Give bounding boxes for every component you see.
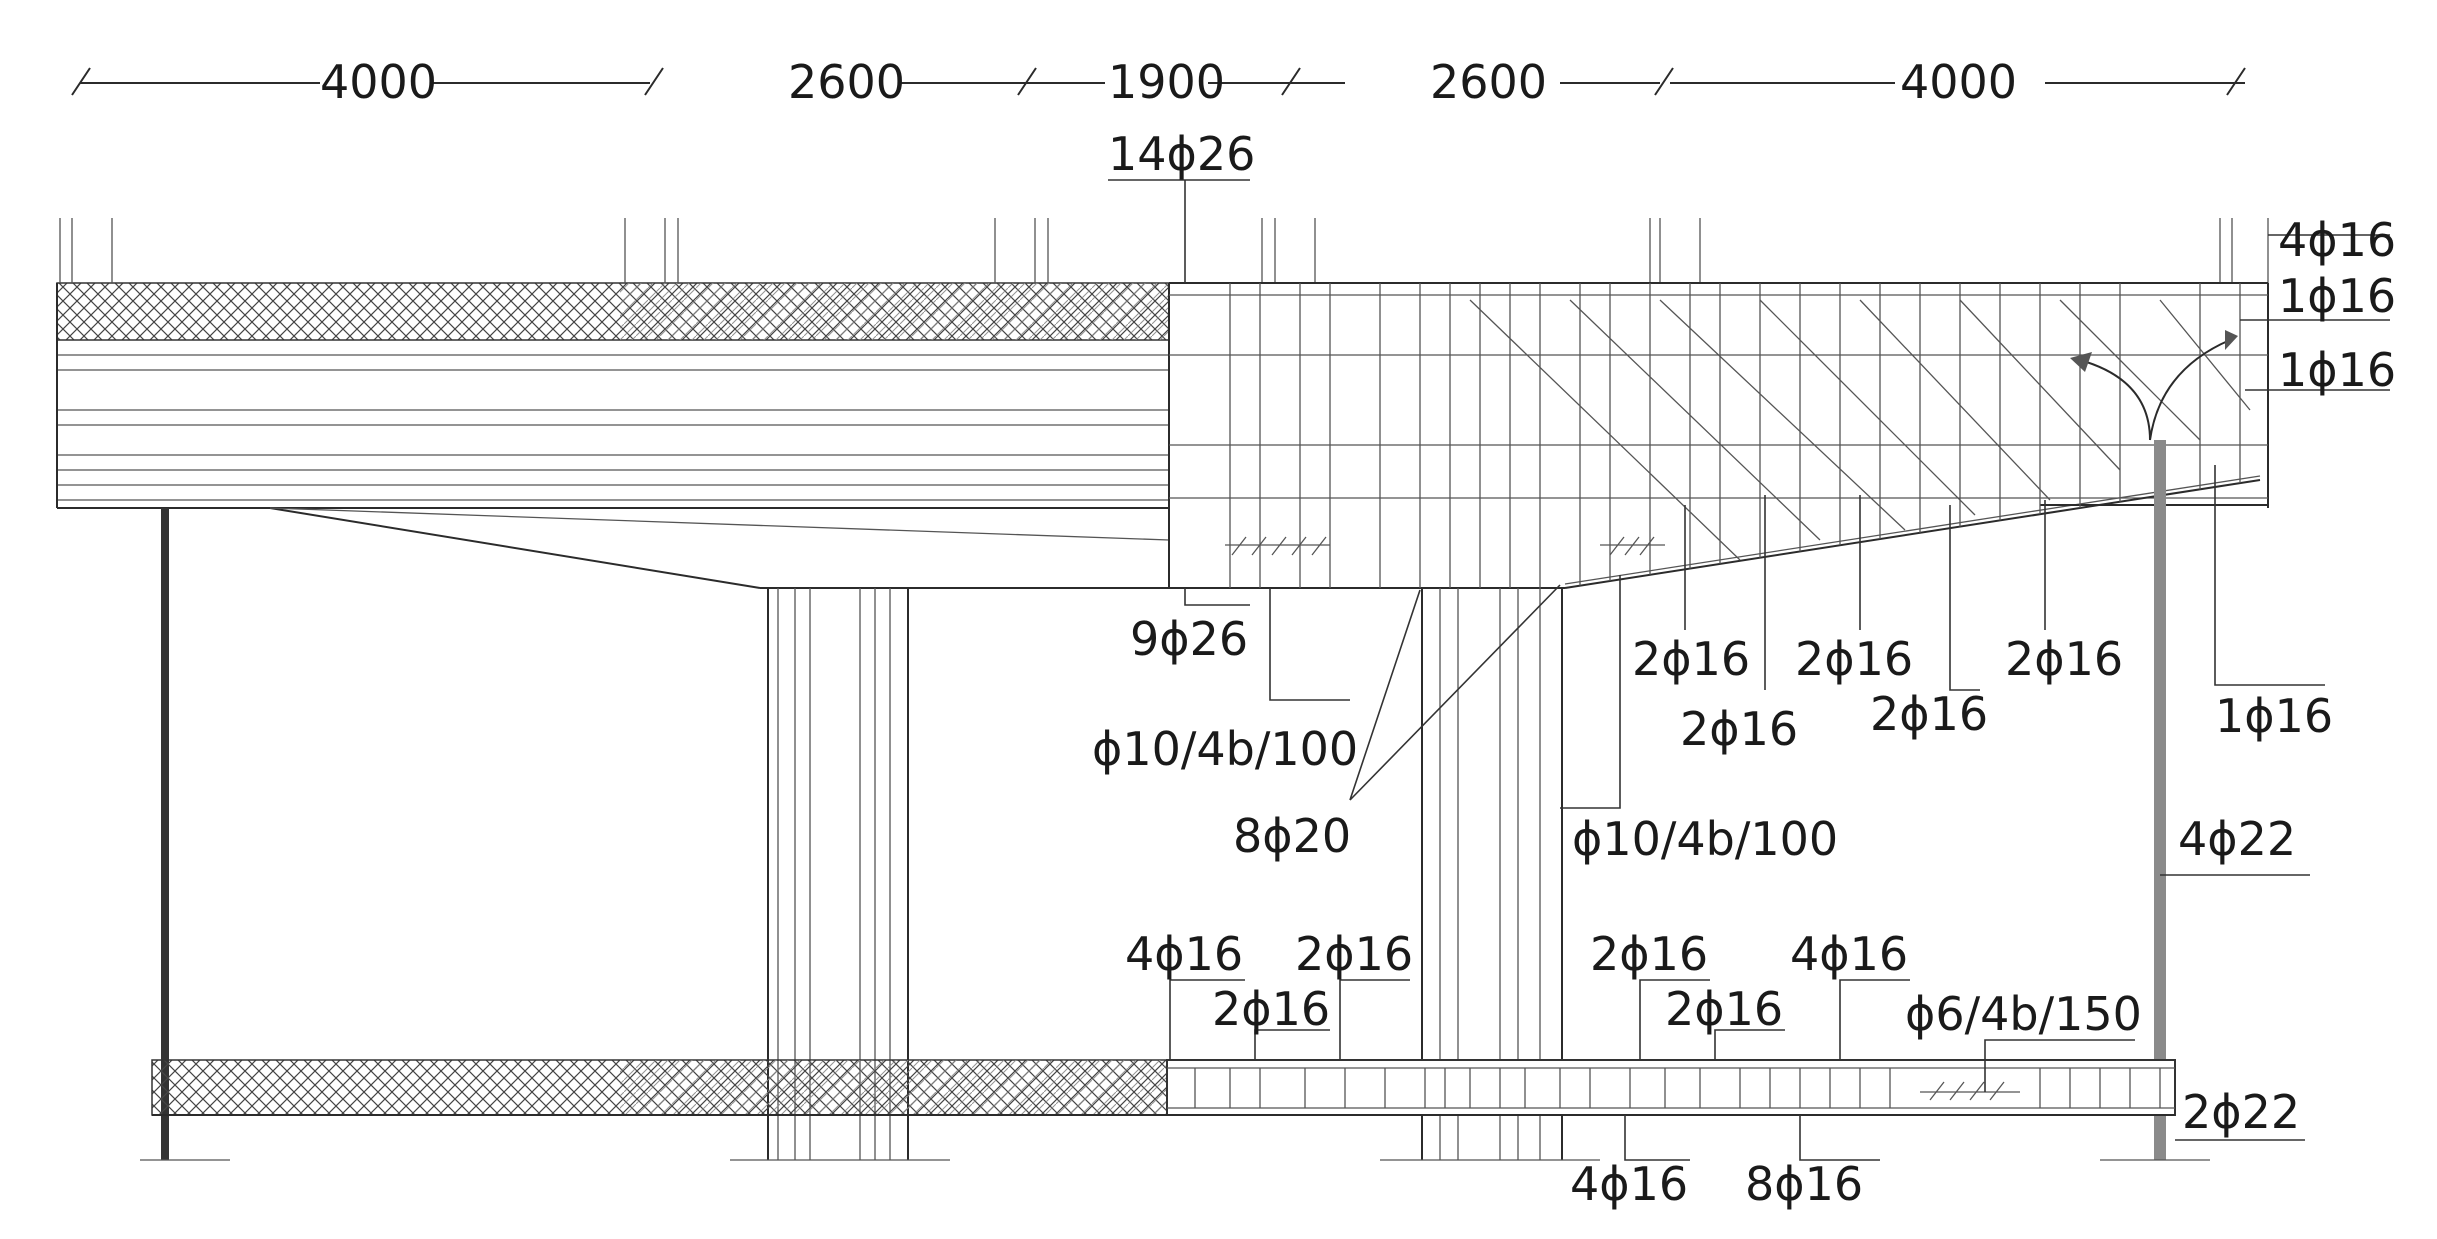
dim-label-5: 4000 [1900, 55, 2017, 109]
label-column-bars: 8ϕ20 [1233, 809, 1351, 863]
label-stirrup-right: ϕ10/4b/100 [1572, 812, 1838, 866]
label-right-bottom: 1ϕ16 [2215, 689, 2333, 743]
slab-stirrups [1194, 1068, 2161, 1108]
bent-bar-line [1569, 299, 1821, 541]
label-right-top-2: 1ϕ16 [2278, 269, 2396, 323]
bent-bar-line [2059, 299, 2201, 441]
label-slab-edge: 2ϕ22 [2182, 1085, 2300, 1139]
dim-label-3: 1900 [1108, 55, 1225, 109]
label-slab-top-left: 4ϕ16 [1125, 927, 1243, 981]
label-stirrup-left: ϕ10/4b/100 [1092, 722, 1358, 776]
bent-bar-line [1959, 299, 2121, 471]
label-right-top-1: 4ϕ16 [2278, 213, 2396, 267]
label-slab-bottom-2: 8ϕ16 [1745, 1157, 1863, 1211]
dimension-ticks [71, 67, 2246, 96]
bent-bar-line [1659, 299, 1906, 531]
label-slab-stirrup: ϕ6/4b/150 [1905, 987, 2142, 1041]
label-bent-1: 2ϕ16 [1632, 632, 1750, 686]
label-bent-2: 2ϕ16 [1680, 702, 1798, 756]
label-bent-3: 2ϕ16 [1795, 632, 1913, 686]
label-bent-5: 2ϕ16 [2005, 632, 2123, 686]
label-slab-bottom-1: 4ϕ16 [1570, 1157, 1688, 1211]
label-slab-top-right: 4ϕ16 [1790, 927, 1908, 981]
dimension-line [71, 67, 2246, 96]
label-slab-top-3: 2ϕ16 [1295, 927, 1413, 981]
leader-lines [1108, 179, 2390, 1161]
stirrups [1229, 283, 2241, 588]
label-slab-top-2: 2ϕ16 [1212, 982, 1330, 1036]
label-slab-top-5: 2ϕ16 [1665, 982, 1783, 1036]
bent-bar-line [1469, 299, 1741, 561]
label-wall-bars: 4ϕ22 [2178, 812, 2296, 866]
bent-bars [1469, 299, 2251, 561]
beam-rebar-cage [1168, 282, 2269, 589]
label-top-main: 14ϕ26 [1108, 127, 1255, 181]
right-wall [2100, 440, 2210, 1161]
dim-label-1: 4000 [320, 55, 437, 109]
label-bottom-main: 9ϕ26 [1130, 612, 1248, 666]
label-bent-4: 2ϕ16 [1870, 687, 1988, 741]
bent-bar-line [1859, 299, 2051, 501]
label-right-top-3: 1ϕ16 [2278, 343, 2396, 397]
bent-bar-line [1759, 299, 1976, 516]
bottom-slab [151, 1059, 2176, 1116]
dim-label-4: 2600 [1430, 55, 1547, 109]
label-slab-top-4: 2ϕ16 [1590, 927, 1708, 981]
bottom-bar-ticks [1225, 536, 1665, 556]
upper-wall-stubs [59, 218, 2269, 283]
slab-tick-marks [1920, 1081, 2020, 1101]
bent-bar-line [2159, 299, 2251, 411]
top-slab-left [56, 282, 1170, 589]
dim-label-2: 2600 [788, 55, 905, 109]
left-wall [140, 508, 230, 1161]
